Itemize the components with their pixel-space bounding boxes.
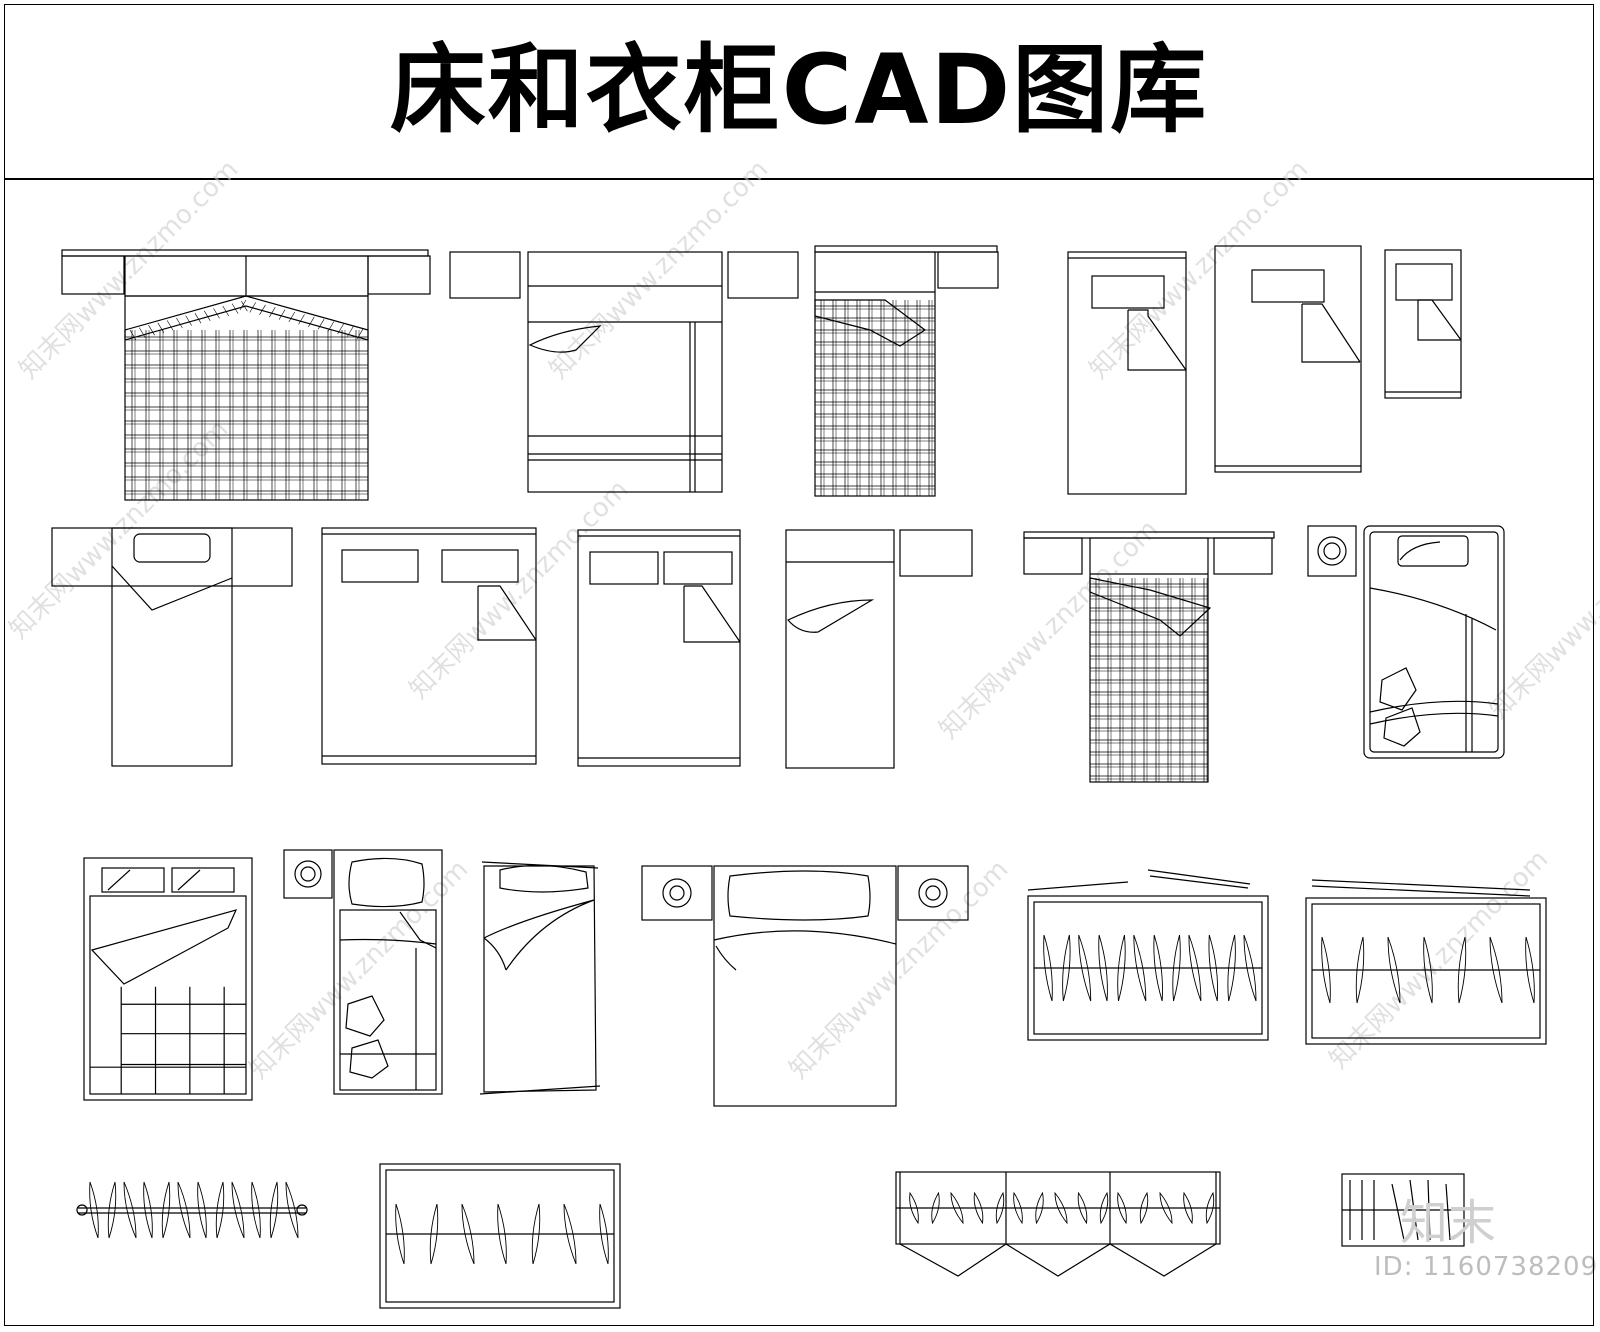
hanging-rod: [76, 1181, 308, 1239]
double-bed-two-pillows: [321, 527, 537, 765]
bed-plaid-nightstands: [1023, 531, 1275, 783]
bed-plaid-single-nightstand: [814, 245, 999, 497]
svg-text:知末网www.znzmo.com: 知末网www.znzmo.com: [244, 854, 475, 1085]
single-bed-nightstands: [51, 527, 293, 767]
image-id: ID: 1160738209: [1374, 1252, 1599, 1282]
svg-text:知末网www.znzmo.com: 知末网www.znzmo.com: [14, 154, 245, 385]
single-bed-narrow: [1384, 249, 1462, 399]
title-band: 床和衣柜CAD图库: [4, 4, 1594, 180]
wardrobe-three-section: [895, 1171, 1221, 1277]
page-title: 床和衣柜CAD图库: [389, 34, 1209, 146]
single-bed-side-table: [785, 529, 973, 769]
single-bed-lamp-pillows: [283, 849, 443, 1095]
wardrobe-hangers-b: [1305, 879, 1547, 1045]
wardrobe-small: [1341, 1173, 1465, 1247]
double-bed-striped: [449, 251, 799, 493]
wardrobe-hangers-a: [1027, 869, 1269, 1041]
double-bed-two-pillows-b: [577, 529, 741, 767]
single-bed-b: [1214, 245, 1362, 473]
svg-text:知末网www.znzmo.com: 知末网www.znzmo.com: [784, 854, 1015, 1085]
brand-logo-text: 知末: [1400, 1195, 1497, 1251]
wardrobe-hangers-c: [379, 1163, 621, 1309]
double-bed-lamps: [641, 865, 969, 1107]
bed-with-lamp-table: [1307, 525, 1505, 759]
sketch-single-bed: [479, 861, 601, 1095]
double-bed-plaid: [61, 249, 431, 501]
svg-text:知末网www.znzmo.com: 知末网www.znzmo.com: [934, 514, 1165, 745]
svg-text:知末网www.znzmo.com: 知末网www.znzmo.com: [404, 474, 635, 705]
svg-text:知末网www.znzmo.com: 知末网www.znzmo.com: [1484, 494, 1600, 725]
single-bed-a: [1067, 251, 1187, 495]
double-bed-grid-blanket: [83, 857, 253, 1101]
svg-text:知末网www.znzmo.com: 知末网www.znzmo.com: [544, 154, 775, 385]
